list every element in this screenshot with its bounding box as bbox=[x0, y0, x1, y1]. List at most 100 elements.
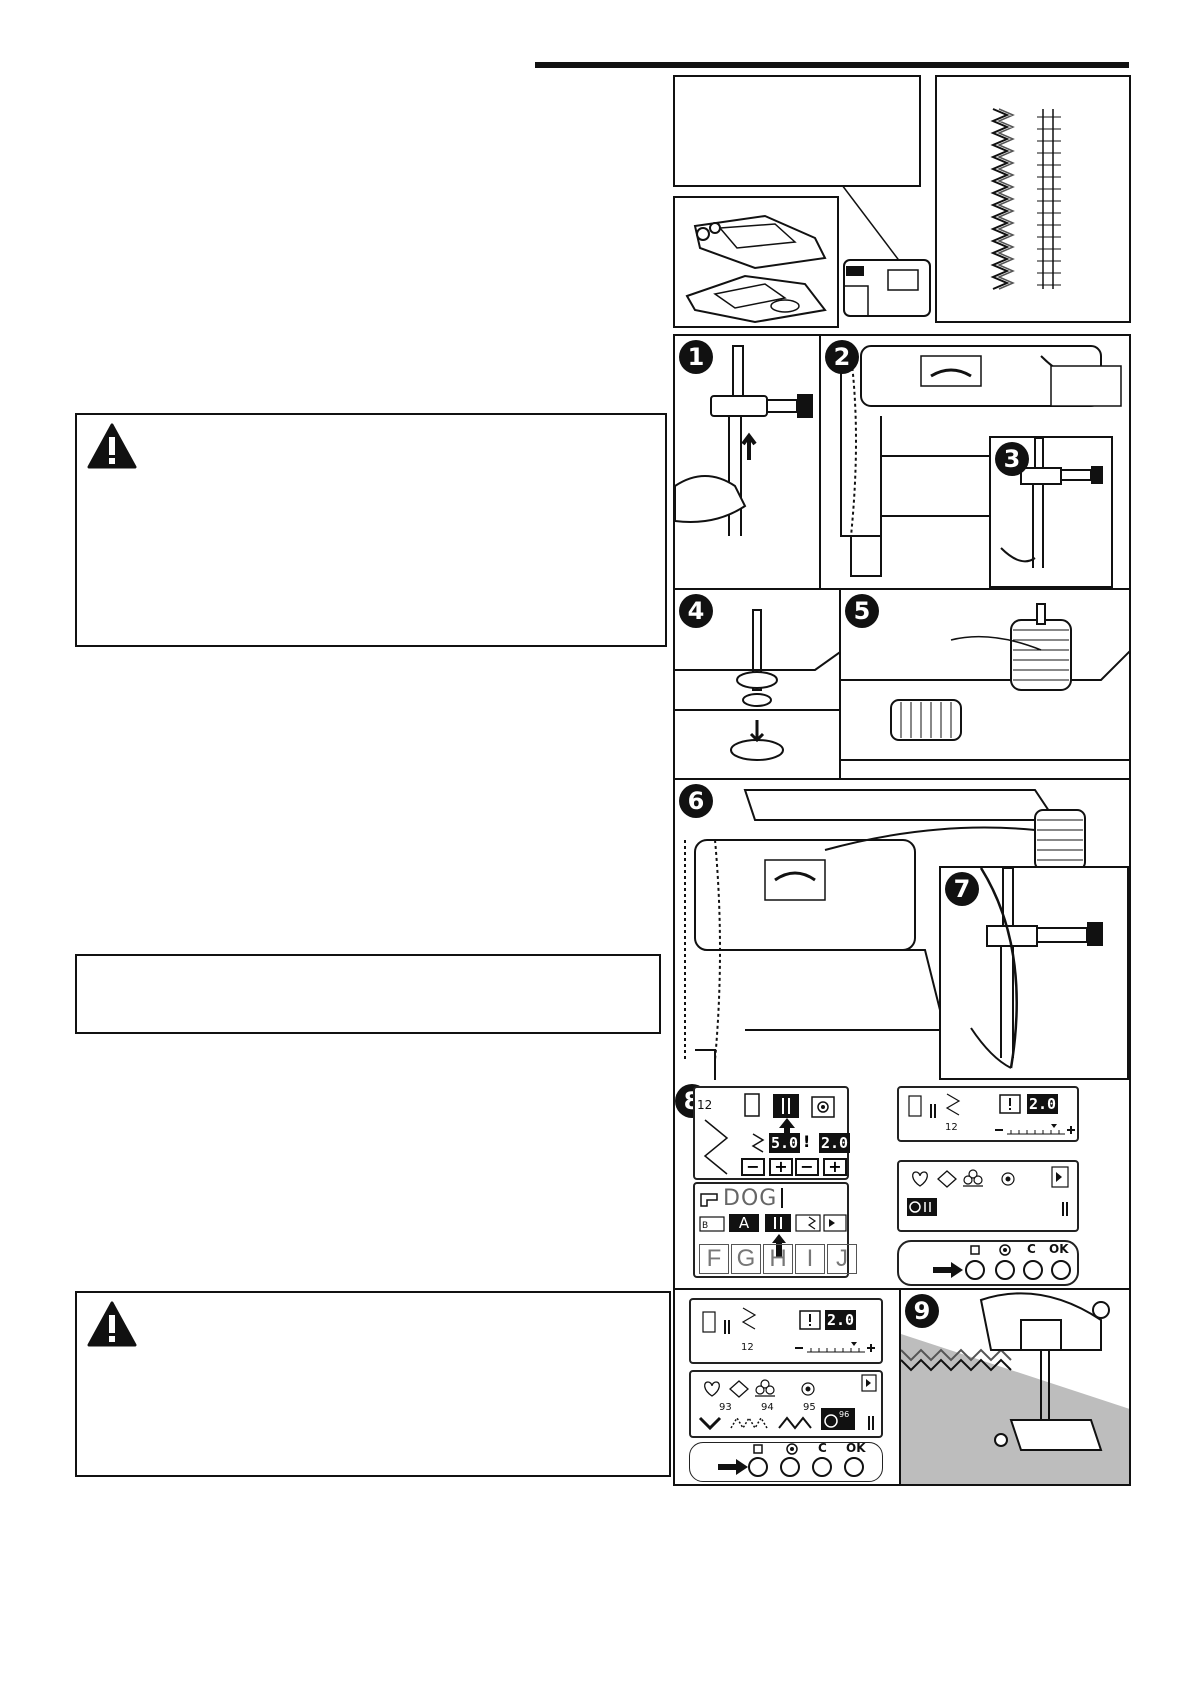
ok-button[interactable] bbox=[1051, 1260, 1071, 1280]
diamond-icon[interactable] bbox=[729, 1380, 749, 1398]
pattern-95-icon[interactable] bbox=[777, 1414, 817, 1432]
presser-foot-icon bbox=[744, 1093, 760, 1117]
length-scale bbox=[795, 1342, 875, 1353]
right-arrow-icon bbox=[933, 1262, 963, 1278]
warning-icon bbox=[87, 423, 137, 469]
length-minus-button[interactable]: − bbox=[795, 1158, 819, 1176]
zigzag-stitch-icon bbox=[741, 1307, 757, 1330]
text-cursor bbox=[781, 1188, 783, 1208]
presser-foot-icon bbox=[702, 1311, 716, 1333]
twin-needle-button[interactable] bbox=[748, 1457, 768, 1477]
note-box bbox=[75, 954, 661, 1034]
step-number-9: 9 bbox=[905, 1294, 939, 1328]
pattern-no-95: 95 bbox=[803, 1402, 816, 1413]
length-plus-button[interactable]: + bbox=[823, 1158, 847, 1176]
length-icon bbox=[799, 1310, 821, 1330]
panel-step-3: 3 bbox=[989, 436, 1113, 588]
header-rule bbox=[535, 62, 1129, 68]
stitch-width-value: 5.0 bbox=[769, 1133, 801, 1153]
panel-lcd-group-bottom: 12 2.0 93 94 95 96 C OK bbox=[673, 1288, 901, 1486]
width-icon bbox=[751, 1133, 765, 1153]
font-mode-label[interactable]: A bbox=[729, 1214, 759, 1232]
letter-key-g[interactable]: G bbox=[731, 1244, 761, 1274]
presser-foot-icon bbox=[970, 1245, 980, 1255]
svg-text:B: B bbox=[702, 1221, 708, 1231]
panel-step-1: 1 bbox=[673, 334, 821, 590]
twin-needle-icon[interactable] bbox=[773, 1094, 799, 1118]
length-scale bbox=[995, 1124, 1075, 1135]
letter-key-h[interactable]: H bbox=[763, 1244, 793, 1274]
stitch-adjust-icon[interactable] bbox=[795, 1214, 821, 1232]
sewing-machine-icon bbox=[700, 1193, 718, 1207]
selected-pattern-icon[interactable] bbox=[907, 1198, 937, 1216]
memory-icon[interactable] bbox=[1051, 1166, 1069, 1188]
length-icon: ! bbox=[803, 1132, 811, 1151]
clear-button-label: C bbox=[818, 1441, 827, 1455]
pattern-number: 12 bbox=[697, 1098, 713, 1112]
needle-position-button[interactable] bbox=[780, 1457, 800, 1477]
presser-foot-illustration bbox=[673, 196, 839, 328]
lcd-width-length: 12 5.0 ! 2.0 − + − + bbox=[693, 1086, 851, 1180]
clear-button[interactable] bbox=[812, 1457, 832, 1477]
step-number-5: 5 bbox=[845, 594, 879, 628]
twin-needle-button[interactable] bbox=[965, 1260, 985, 1280]
letter-key-j[interactable]: J bbox=[827, 1244, 857, 1274]
needle-position-icon[interactable] bbox=[801, 1382, 815, 1396]
memory-icon[interactable] bbox=[861, 1374, 877, 1392]
memory-icon[interactable] bbox=[823, 1214, 847, 1232]
step-number-7: 7 bbox=[945, 872, 979, 906]
up-arrow-icon bbox=[779, 1118, 795, 1146]
twin-needle-icon bbox=[1062, 1202, 1068, 1216]
pattern-94-icon[interactable] bbox=[729, 1414, 773, 1432]
bold-font-icon[interactable]: B bbox=[699, 1216, 725, 1232]
warning-icon bbox=[87, 1301, 137, 1347]
needle-position-icon bbox=[786, 1443, 798, 1455]
width-minus-button[interactable]: − bbox=[741, 1158, 765, 1176]
stitch-length-value: 2.0 bbox=[819, 1133, 851, 1153]
letter-key-i[interactable]: I bbox=[795, 1244, 825, 1274]
ok-button[interactable] bbox=[844, 1457, 864, 1477]
up-arrow-icon bbox=[772, 1234, 786, 1258]
heart-icon[interactable] bbox=[909, 1170, 931, 1188]
width-plus-button[interactable]: + bbox=[769, 1158, 793, 1176]
lcd-letter-entry: DOG B A F G H I J bbox=[693, 1182, 857, 1278]
lcd-length-small: 12 2.0 bbox=[897, 1086, 1079, 1142]
svg-text:96: 96 bbox=[839, 1410, 849, 1419]
panel-step-7: 7 bbox=[939, 866, 1129, 1080]
heart-icon[interactable] bbox=[701, 1380, 723, 1398]
diamond-icon[interactable] bbox=[937, 1170, 957, 1188]
pattern-96-selected-icon[interactable]: 96 bbox=[821, 1408, 855, 1430]
twin-needle-icon bbox=[724, 1320, 730, 1334]
stitch-length-value: 2.0 bbox=[825, 1310, 857, 1330]
pattern-93-icon[interactable] bbox=[697, 1414, 723, 1432]
clear-button[interactable] bbox=[1023, 1260, 1043, 1280]
needle-position-icon[interactable] bbox=[1001, 1172, 1015, 1186]
lcd-length-bottom: 12 2.0 bbox=[689, 1298, 883, 1364]
right-arrow-icon bbox=[718, 1459, 748, 1475]
needle-position-icon bbox=[999, 1244, 1011, 1256]
panel-step-9: 9 bbox=[899, 1288, 1131, 1486]
club-icon[interactable] bbox=[753, 1378, 777, 1398]
clear-button-label: C bbox=[1027, 1242, 1036, 1256]
pattern-number: 12 bbox=[741, 1342, 754, 1353]
needle-position-icon[interactable] bbox=[811, 1096, 835, 1118]
panel-step-5: 5 bbox=[839, 588, 1131, 780]
zigzag-stitch-icon bbox=[703, 1119, 729, 1175]
zigzag-stitch-icon bbox=[945, 1093, 961, 1116]
control-button-strip: C OK bbox=[897, 1240, 1079, 1286]
text-entry-display: DOG bbox=[723, 1186, 778, 1211]
step-number-6: 6 bbox=[679, 784, 713, 818]
panel-step-4: 4 bbox=[673, 588, 841, 780]
stitch-sample-panel bbox=[935, 75, 1131, 323]
twin-needle-icon[interactable] bbox=[765, 1214, 791, 1232]
twin-needle-icon bbox=[930, 1104, 936, 1118]
lcd-pattern-select-bottom: 93 94 95 96 bbox=[689, 1370, 883, 1438]
callout-box bbox=[673, 75, 921, 187]
warning-box-top bbox=[75, 413, 667, 647]
presser-foot-icon bbox=[753, 1444, 763, 1454]
sewing-machine-thumbnail bbox=[843, 259, 931, 317]
panel-step-6: 6 7 bbox=[673, 778, 1131, 1082]
needle-position-button[interactable] bbox=[995, 1260, 1015, 1280]
club-icon[interactable] bbox=[961, 1168, 985, 1188]
letter-key-f[interactable]: F bbox=[699, 1244, 729, 1274]
